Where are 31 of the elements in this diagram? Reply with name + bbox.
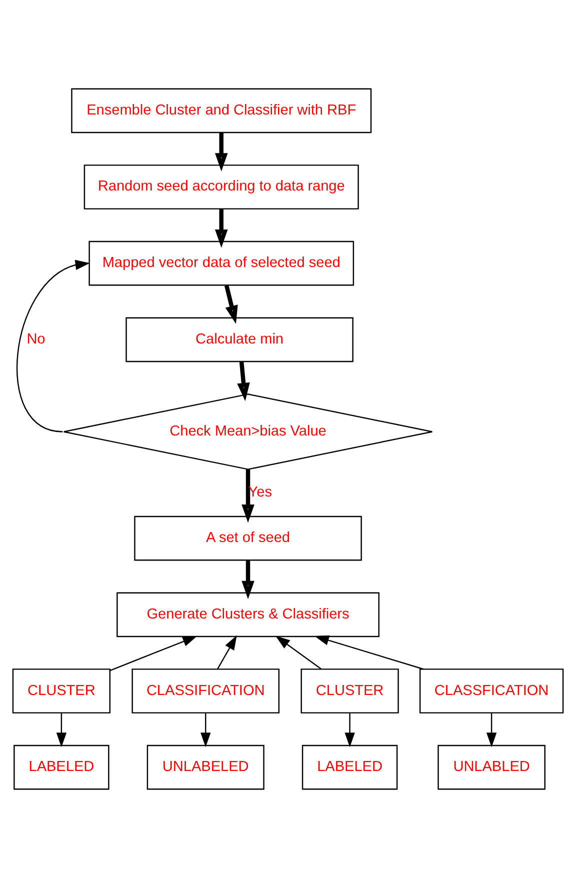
arrow (314, 635, 424, 670)
node-box: Mapped vector data of selected seed (88, 240, 354, 286)
node-box: CLASSIFICATION (132, 668, 280, 714)
node-box: CLASSFICATION (419, 668, 564, 714)
node-box: LABELED (302, 744, 398, 790)
node-box: UNLABLED (438, 744, 546, 790)
arrow (214, 132, 228, 172)
node-box: CLUSTER (12, 668, 110, 714)
arrow (200, 713, 211, 748)
node-box: Generate Clusters & Classifiers (116, 592, 380, 638)
arrow (16, 260, 90, 432)
arrow (275, 636, 322, 670)
node-box: A set of seed (134, 516, 362, 561)
arrow (237, 361, 250, 402)
arrow (242, 560, 254, 600)
arrow (344, 713, 355, 748)
node-box: LABELED (14, 744, 110, 790)
node-box: Ensemble Cluster and Classifier with RBF (71, 88, 372, 134)
node-box: UNLABELED (146, 744, 264, 790)
arrow (242, 469, 254, 523)
arrow (110, 636, 198, 672)
arrow (217, 635, 237, 670)
arrow (224, 285, 238, 324)
node-box: Random seed according to data range (84, 164, 359, 210)
node-diamond: Check Mean>bias Value (63, 394, 433, 470)
arrow (486, 713, 497, 748)
node-box: CLUSTER (300, 668, 399, 714)
node-box: Calculate min (126, 317, 354, 362)
arrow (214, 209, 228, 248)
arrow (56, 713, 67, 748)
edge-label: No (26, 331, 46, 348)
